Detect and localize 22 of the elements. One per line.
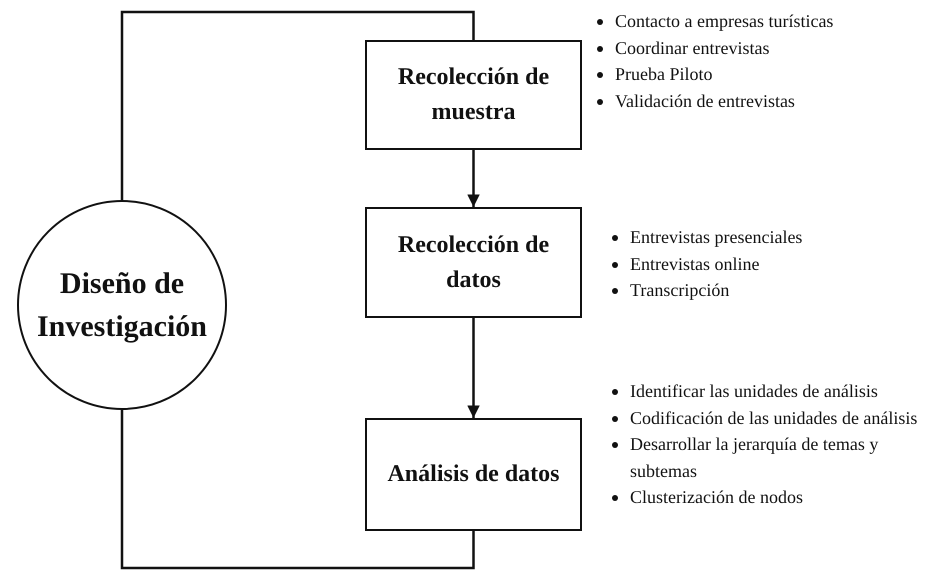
bullet-text: Entrevistas online (630, 254, 760, 274)
node-label: Recolección de muestra (396, 63, 550, 127)
node-label: Recolección de datos (396, 230, 550, 294)
node-label: Análisis de datos (386, 460, 561, 490)
bullet-text: Entrevistas presenciales (630, 227, 802, 247)
connector-line (120, 10, 475, 200)
bullet-text: Prueba Piloto (615, 64, 712, 84)
process-box (365, 418, 582, 531)
connector-line (120, 410, 475, 570)
bullet-text: Contacto a empresas turísticas (615, 11, 834, 31)
arrow (467, 150, 480, 207)
bullet-text: Identificar las unidades de análisis (630, 381, 878, 401)
node-label: Diseño de Investigación (36, 266, 208, 345)
bullet-text: Desarrollar la jerarquía de temas y subtemas (630, 434, 878, 480)
process-box (365, 40, 582, 150)
bullet-text: Clusterización de nodos (630, 487, 803, 507)
bullet-text: Codificación de las unidades de análisis (630, 408, 918, 428)
bullet-text: Validación de entrevistas (615, 90, 795, 110)
bullet-text: Transcripción (630, 280, 730, 300)
process-box (365, 207, 582, 318)
bullet-text: Coordinar entrevistas (615, 38, 770, 58)
arrow (467, 318, 480, 418)
